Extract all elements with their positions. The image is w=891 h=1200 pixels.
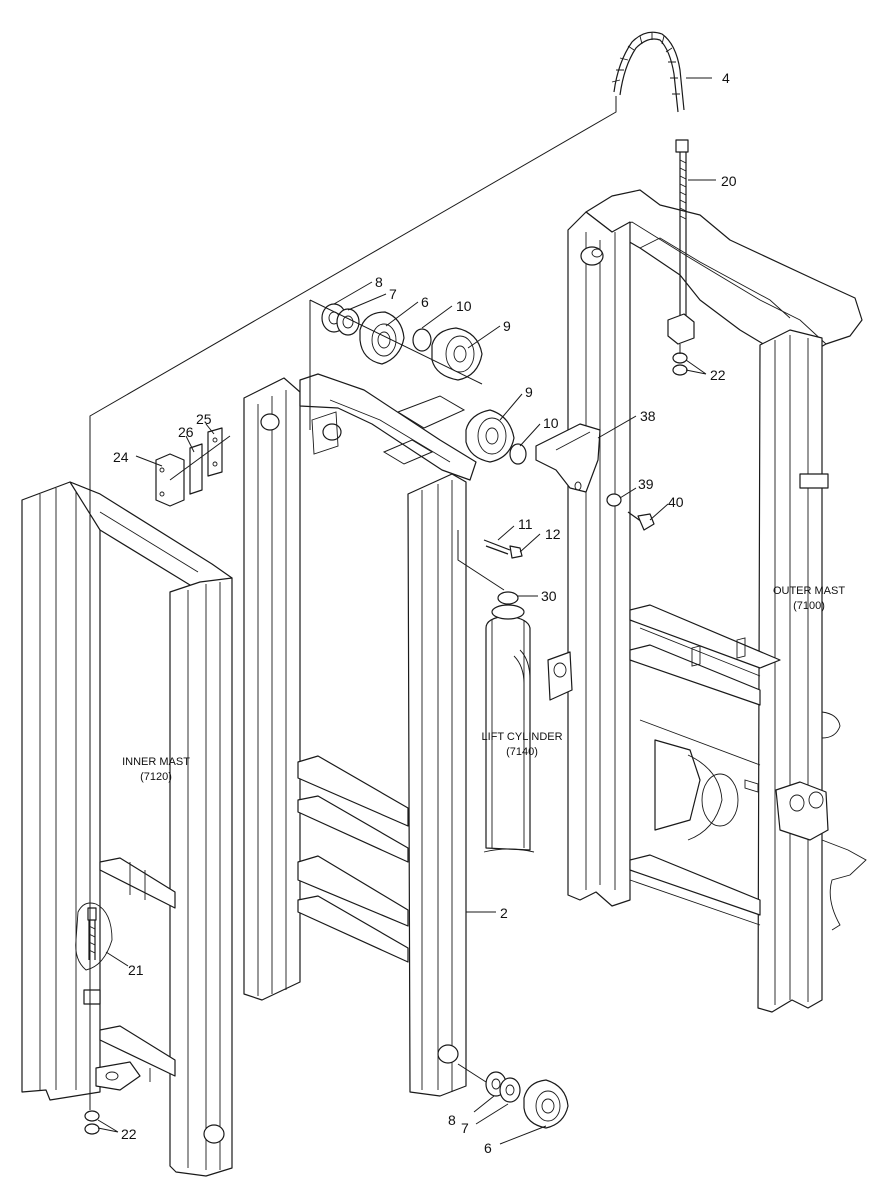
middle-frame-2: [243, 373, 477, 1097]
label-7-bottom: 7: [461, 1120, 469, 1136]
caption-inner-mast: INNER MAST: [122, 756, 190, 768]
label-2: 2: [500, 905, 508, 921]
label-7-top: 7: [389, 286, 397, 302]
snap-ring-10-top: [412, 328, 432, 352]
roller-9-top: [431, 327, 483, 381]
label-4: 4: [722, 70, 730, 86]
caption-lift-cylinder-code: (7140): [506, 746, 538, 758]
label-30: 30: [541, 588, 557, 604]
bolt-40: [627, 511, 655, 531]
inner-mast: [21, 481, 233, 1177]
outer-mast: [547, 189, 867, 1013]
washer-30: [497, 591, 519, 605]
label-10-top: 10: [456, 298, 472, 314]
label-12: 12: [545, 526, 561, 542]
bearing-6-bottom: [523, 1079, 569, 1129]
caption-lift-cylinder: LIFT CYLINDER: [481, 731, 562, 743]
label-39: 39: [638, 476, 654, 492]
bracket-38: [535, 423, 601, 493]
lift-cylinder: [483, 604, 535, 853]
part-labels: 4 20 22 8 7 6 10 9 9 10 38 39 40 11 12 3…: [113, 70, 737, 1156]
label-9-mid: 9: [525, 384, 533, 400]
shim-26: [189, 443, 203, 495]
label-38: 38: [640, 408, 656, 424]
label-25: 25: [196, 411, 212, 427]
leader-lines: [97, 77, 716, 1145]
label-20: 20: [721, 173, 737, 189]
chain: [611, 31, 685, 113]
label-26: 26: [178, 424, 194, 440]
caption-outer-mast: OUTER MAST: [773, 585, 845, 597]
chain-anchor-21: [75, 902, 113, 1005]
center-lines: [89, 96, 681, 1110]
snap-ring-10-mid: [509, 443, 527, 465]
label-22-right: 22: [710, 367, 726, 383]
label-22-left: 22: [121, 1126, 137, 1142]
bolt-11: [483, 539, 523, 559]
caption-inner-mast-code: (7120): [140, 771, 172, 783]
label-6-top: 6: [421, 294, 429, 310]
assembly-captions: OUTER MAST (7100) INNER MAST (7120) LIFT…: [122, 585, 845, 783]
washer-7-bottom: [499, 1077, 521, 1103]
bearing-6-top: [359, 311, 405, 365]
label-40: 40: [668, 494, 684, 510]
plate-25: [207, 427, 223, 477]
label-9-top: 9: [503, 318, 511, 334]
nuts-22-left: [84, 1110, 100, 1135]
label-8-bottom: 8: [448, 1112, 456, 1128]
chain-anchor-bolt: [667, 139, 695, 345]
nuts-22-right: [672, 352, 688, 376]
washer-39: [606, 493, 622, 507]
label-10-mid: 10: [543, 415, 559, 431]
label-21: 21: [128, 962, 144, 978]
label-11: 11: [518, 516, 533, 532]
label-6-bottom: 6: [484, 1140, 492, 1156]
roller-9-mid: [465, 409, 515, 463]
caption-outer-mast-code: (7100): [793, 600, 825, 612]
label-24: 24: [113, 449, 129, 465]
label-8-top: 8: [375, 274, 383, 290]
